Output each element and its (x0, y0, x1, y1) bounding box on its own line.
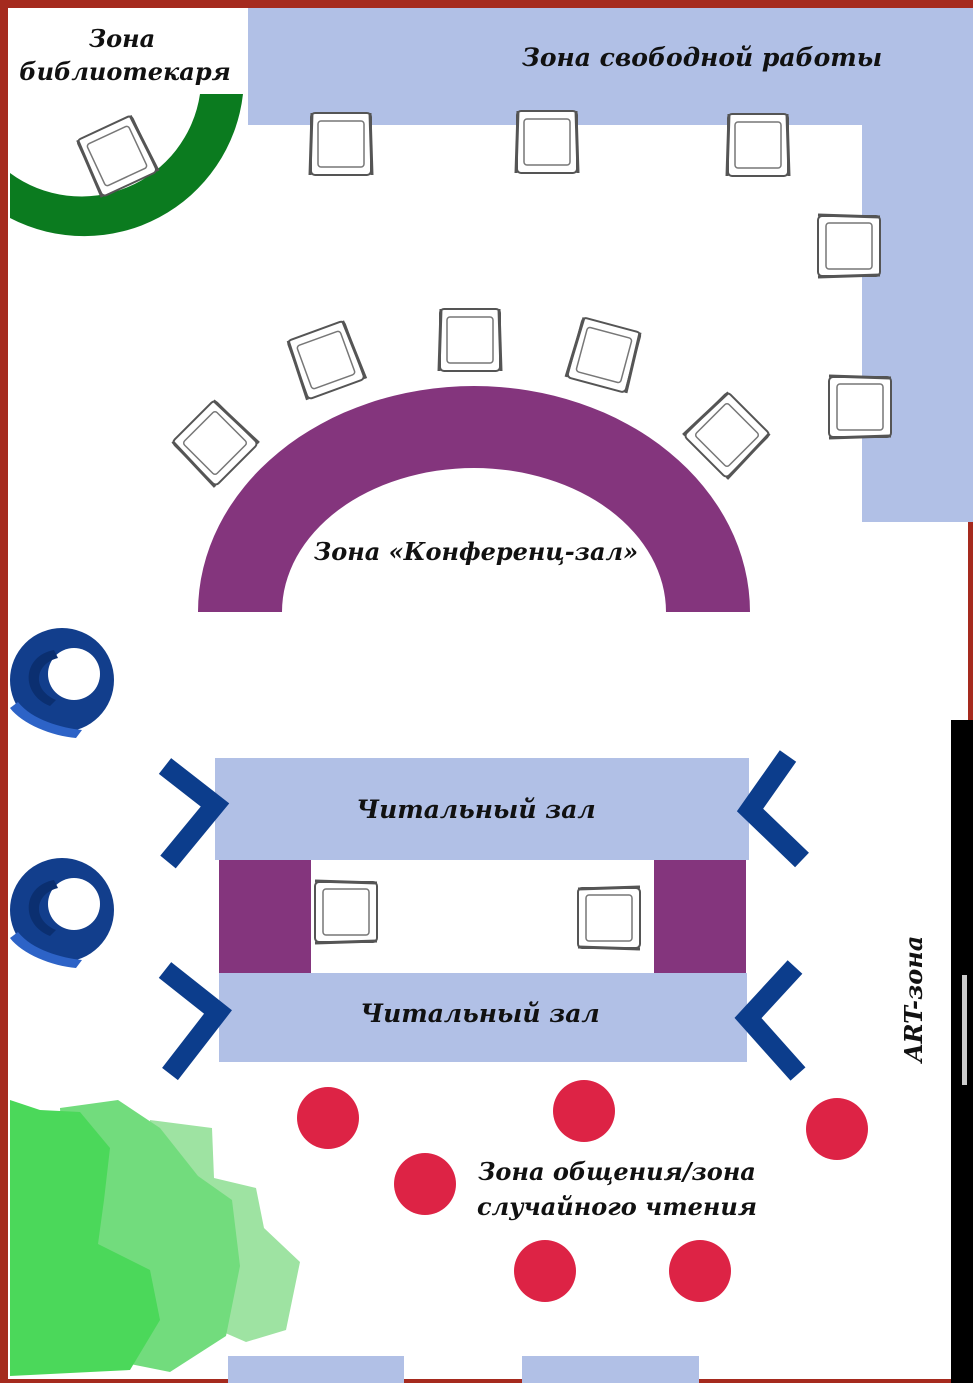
communication-zone: Зона общения/зона случайного чтения (297, 1080, 868, 1302)
round-seat-icon (553, 1080, 615, 1142)
chair-mark-right-bottom (734, 960, 806, 1081)
art-zone: ART-зона (899, 720, 973, 1383)
chair-icon (827, 374, 893, 440)
librarian-zone: Зона библиотекаря (10, 24, 243, 237)
free-work-zone: Зона свободной работы (248, 8, 973, 522)
communication-label-line1: Зона общения/зона (478, 1157, 756, 1186)
plant-leaf-dark (10, 1100, 160, 1376)
chair-icon (576, 885, 642, 951)
round-seat-icon (514, 1240, 576, 1302)
chair-icon (437, 307, 503, 373)
art-zone-label: ART-зона (899, 936, 928, 1064)
chair-icon (313, 879, 379, 945)
reading-label-bottom: Читальный зал (360, 999, 599, 1028)
free-work-label: Зона свободной работы (522, 43, 882, 72)
reading-table-top (215, 758, 749, 860)
round-seat-icon (669, 1240, 731, 1302)
plant-icon (10, 1100, 300, 1376)
reading-divider-left (219, 858, 311, 975)
round-seat-icon (297, 1087, 359, 1149)
communication-label-line2: случайного чтения (477, 1192, 757, 1221)
librarian-label-line1: Зона (89, 24, 155, 53)
chair-icon (725, 112, 791, 178)
chair-icon (308, 111, 374, 177)
conference-zone: Зона «Конференц-зал» (169, 307, 773, 612)
free-work-area (248, 8, 973, 522)
art-wall-highlight (962, 975, 967, 1085)
round-seat-icon (394, 1153, 456, 1215)
chair-icon (514, 109, 580, 175)
chair-icon (816, 213, 882, 279)
chair-mark-right-top (736, 750, 809, 868)
bottom-table-left (228, 1356, 404, 1383)
conference-label: Зона «Конференц-зал» (314, 537, 638, 566)
reading-label-top: Читальный зал (356, 795, 595, 824)
reading-table-bottom (219, 973, 747, 1062)
chair-mark-left-top (158, 758, 230, 869)
bottom-table-right (522, 1356, 699, 1383)
reading-divider-right (654, 858, 746, 975)
librarian-desk (10, 94, 243, 237)
librarian-label-line2: библиотекаря (19, 57, 230, 86)
reading-room-zone: Читальный зал Читальный зал (158, 750, 809, 1081)
chair-mark-left-bottom (158, 962, 232, 1081)
round-seat-icon (806, 1098, 868, 1160)
conference-table (198, 386, 750, 612)
